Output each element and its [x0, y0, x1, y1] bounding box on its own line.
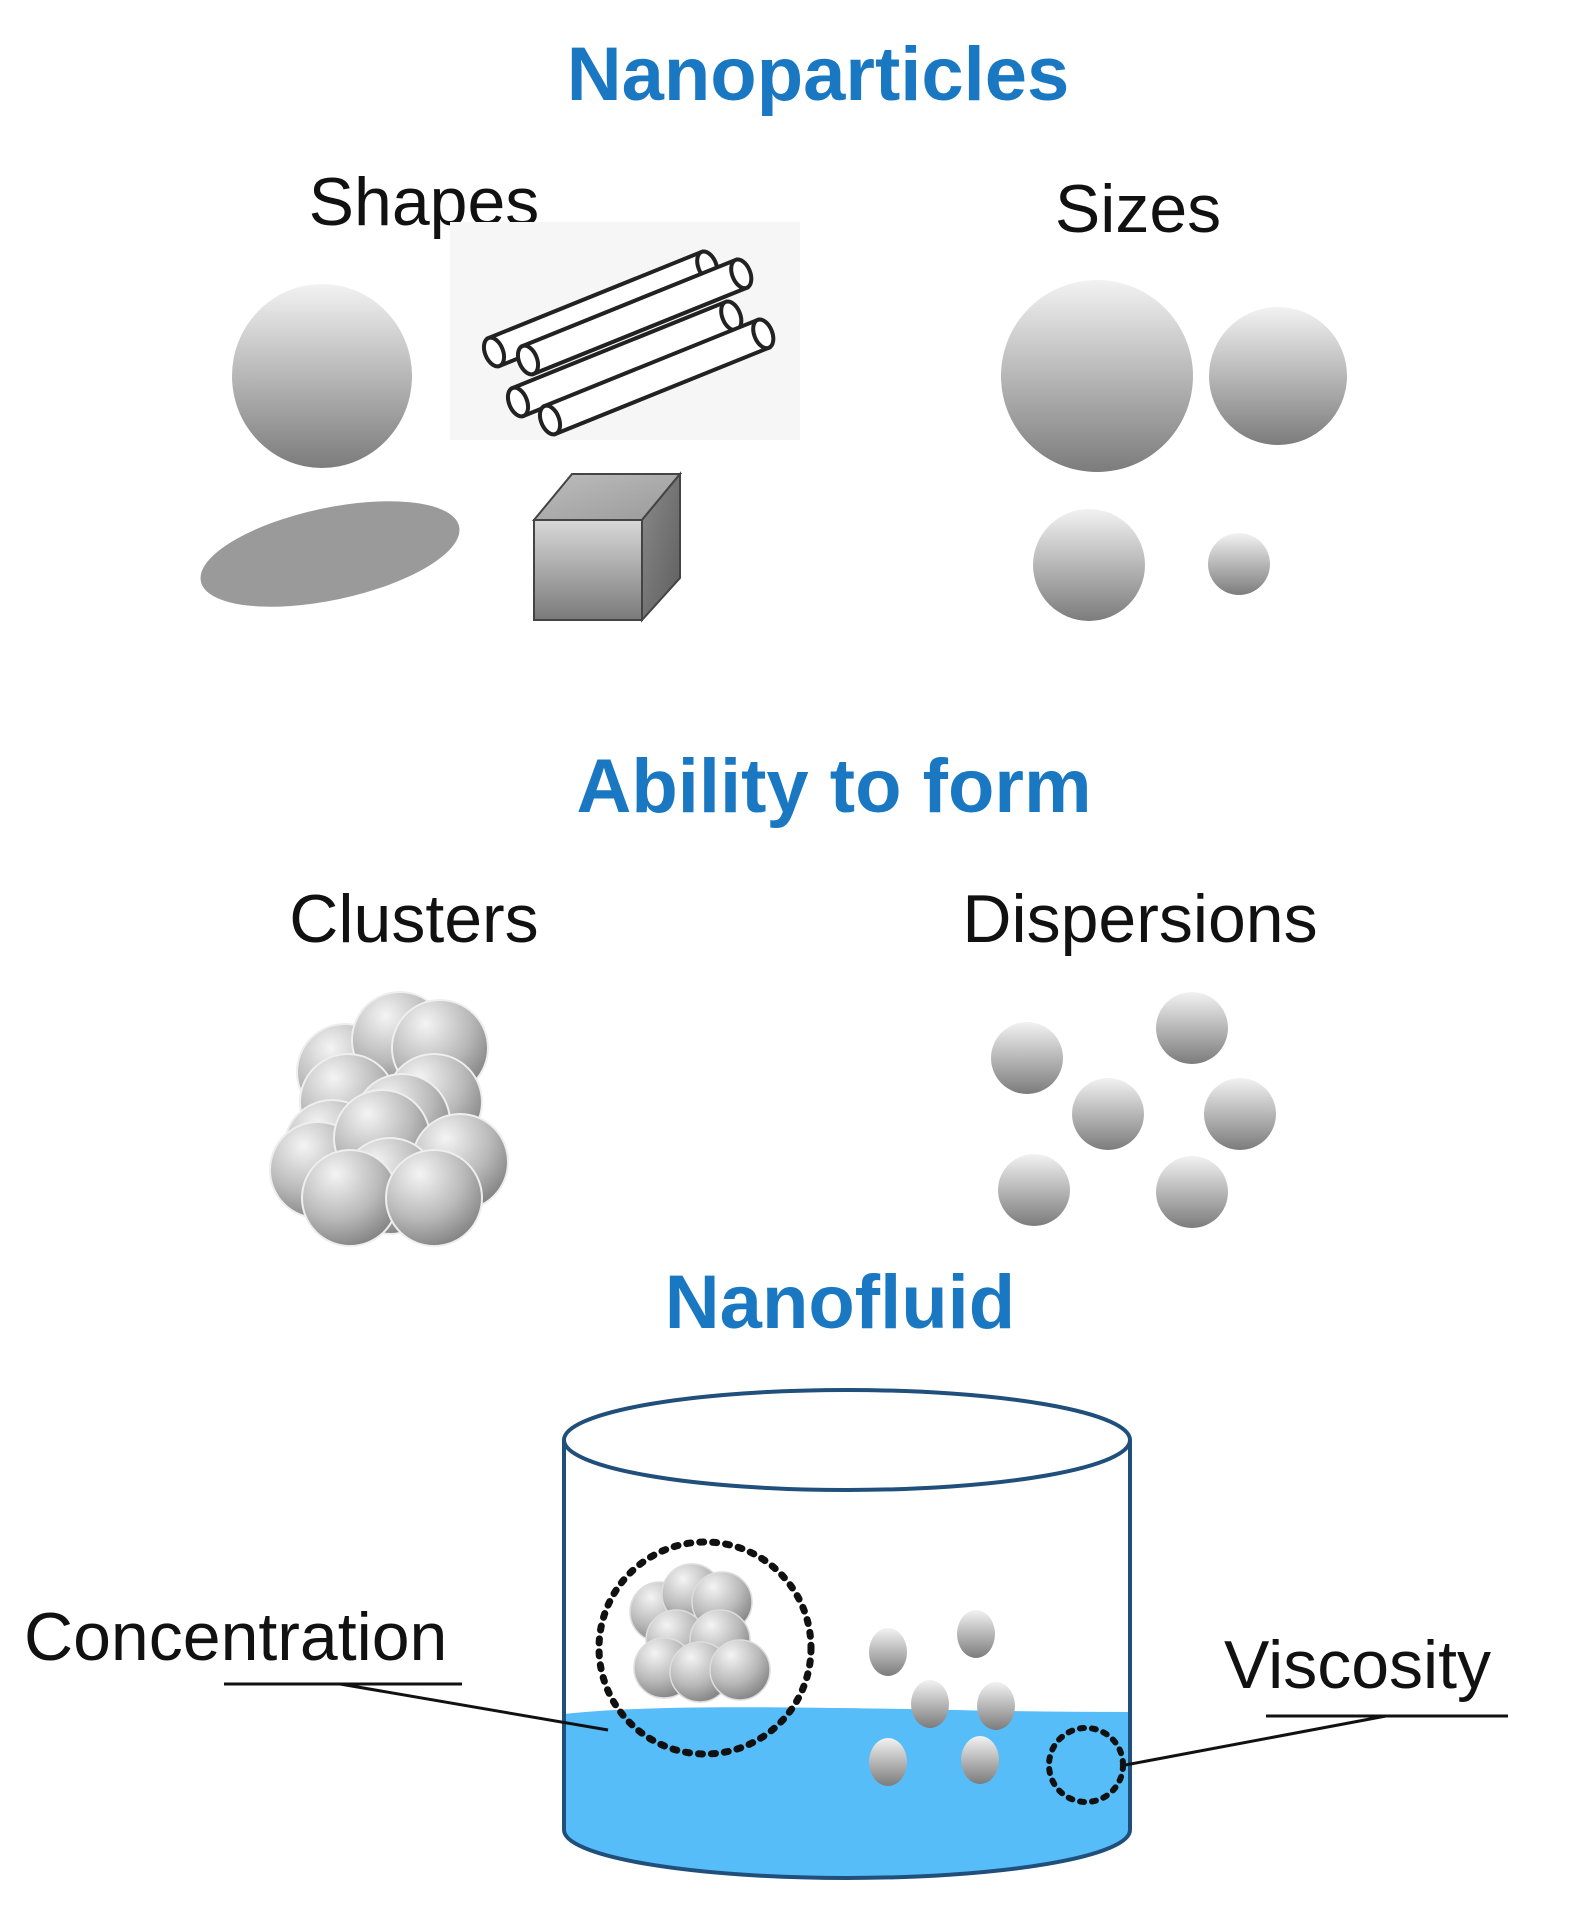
- cube-icon: [531, 471, 683, 623]
- dispersion-icon: [991, 992, 1276, 1228]
- clusters-label: Clusters: [289, 881, 538, 957]
- concentration-cluster: [629, 1563, 771, 1703]
- nanofluid-title: Nanofluid: [665, 1260, 1015, 1345]
- ellipse-icon: [200, 501, 460, 607]
- nanoparticles-title: Nanoparticles: [567, 32, 1070, 117]
- cluster-icon: [269, 991, 509, 1247]
- viscosity-callout: [1119, 1714, 1508, 1768]
- sphere-icon: [232, 284, 412, 468]
- ability-title: Ability to form: [576, 744, 1091, 829]
- concentration-callout: [224, 1682, 609, 1732]
- dispersions-label: Dispersions: [962, 881, 1317, 957]
- viscosity-label: Viscosity: [1224, 1627, 1491, 1703]
- rods-icon: [450, 222, 800, 440]
- fluid-dispersion: [869, 1610, 1015, 1786]
- concentration-label: Concentration: [24, 1599, 447, 1675]
- sizes-icon: [1001, 280, 1347, 621]
- sizes-label: Sizes: [1055, 171, 1221, 247]
- concentration-highlight-circle: [595, 1538, 815, 1758]
